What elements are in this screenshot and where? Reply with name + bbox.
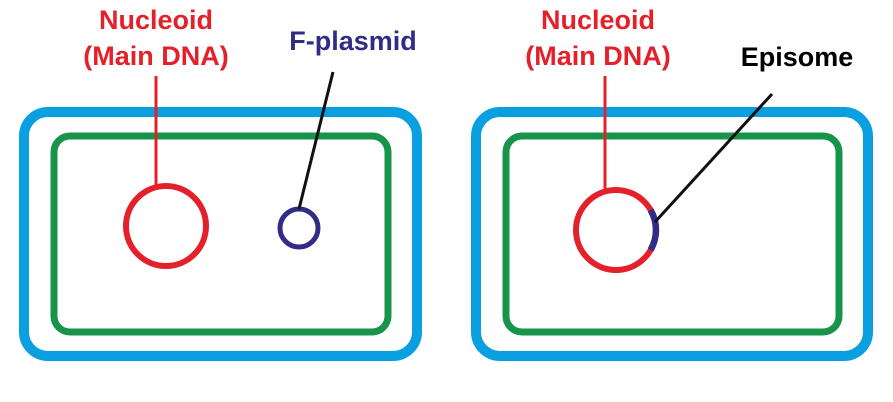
left-nucleoid-circle xyxy=(123,183,209,269)
episome-leader-line xyxy=(653,92,774,224)
right-cell: Nucleoid (Main DNA) Episome xyxy=(471,5,873,361)
left-nucleoid-label-line1: Nucleoid xyxy=(99,5,213,35)
right-outer-membrane xyxy=(471,107,873,361)
right-nucleoid-label-line1: Nucleoid xyxy=(541,5,655,35)
left-f-plasmid-leader-line xyxy=(297,71,335,210)
left-cell: Nucleoid (Main DNA) F-plasmid xyxy=(19,5,422,361)
right-nucleoid-label-line2: (Main DNA) xyxy=(525,41,670,71)
right-nucleoid-circle xyxy=(573,187,659,273)
f-plasmid-label: F-plasmid xyxy=(289,26,417,56)
left-f-plasmid-circle xyxy=(277,206,321,250)
episome-label: Episome xyxy=(741,42,854,72)
left-inner-membrane xyxy=(50,132,392,336)
episome-segment xyxy=(647,208,660,252)
left-outer-membrane xyxy=(19,107,422,361)
left-nucleoid-label-line2: (Main DNA) xyxy=(83,41,228,71)
right-inner-membrane xyxy=(502,132,843,336)
